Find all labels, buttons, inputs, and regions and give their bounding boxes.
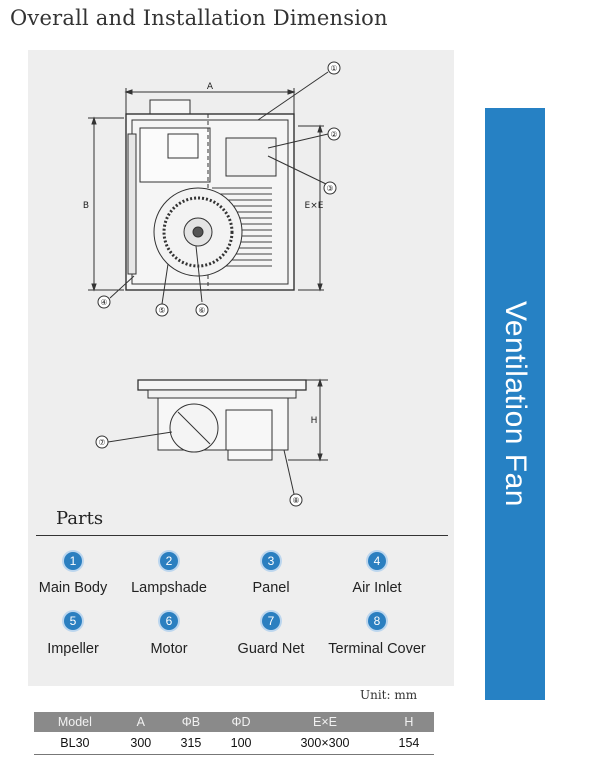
part-badge-2: 2 [160, 552, 178, 570]
cell-d: 100 [216, 732, 267, 755]
dim-label-exe: E×E [305, 201, 324, 211]
part-badge-4: 4 [368, 552, 386, 570]
callout-7: ⑦ [98, 438, 105, 447]
unit-note: Unit: mm [360, 688, 418, 702]
part-badge-3: 3 [262, 552, 280, 570]
part-badge-5: 5 [64, 612, 82, 630]
part-badge-6: 6 [160, 612, 178, 630]
diagram-panel: A B E×E H ① ② ③ ④ ⑤ ⑥ ⑦ ⑧ Parts 1 2 3 4 … [28, 50, 454, 686]
cell-b: 315 [165, 732, 216, 755]
col-header-d: ΦD [216, 712, 267, 732]
cell-exe: 300×300 [266, 732, 384, 755]
dim-label-h: H [311, 416, 318, 426]
parts-divider [36, 535, 448, 536]
spec-table-header-row: Model A ΦB ΦD E×E H [34, 712, 434, 732]
callout-8: ⑧ [292, 496, 299, 505]
part-label-panel: Panel [252, 580, 290, 596]
cell-a: 300 [115, 732, 166, 755]
col-header-a: A [115, 712, 166, 732]
spec-table: Model A ΦB ΦD E×E H BL30 300 315 100 300… [34, 712, 434, 755]
part-label-impeller: Impeller [47, 641, 99, 657]
side-banner: Ventilation Fan [485, 108, 545, 700]
col-header-b: ΦB [165, 712, 216, 732]
table-row: BL30 300 315 100 300×300 154 [34, 732, 434, 755]
callout-1: ① [330, 64, 337, 73]
side-banner-label: Ventilation Fan [499, 301, 532, 507]
part-label-motor: Motor [150, 641, 188, 657]
cell-model: BL30 [34, 732, 116, 755]
part-badge-7: 7 [262, 612, 280, 630]
part-badge-8: 8 [368, 612, 386, 630]
callout-3: ③ [326, 184, 333, 193]
dim-label-b: B [83, 201, 89, 211]
installation-drawing: A B E×E H ① ② ③ ④ ⑤ ⑥ ⑦ ⑧ [83, 61, 341, 507]
callout-5: ⑤ [158, 306, 165, 315]
parts-heading: Parts [56, 508, 104, 529]
dim-label-a: A [207, 82, 214, 92]
col-header-model: Model [34, 712, 116, 732]
callout-4: ④ [100, 298, 107, 307]
callout-6: ⑥ [198, 306, 205, 315]
part-label-terminal-cover: Terminal Cover [328, 641, 426, 657]
part-label-guard-net: Guard Net [237, 641, 305, 657]
callout-2: ② [330, 130, 337, 139]
part-label-main-body: Main Body [38, 580, 108, 596]
part-badge-1: 1 [64, 552, 82, 570]
col-header-exe: E×E [266, 712, 384, 732]
col-header-h: H [383, 712, 434, 732]
part-label-air-inlet: Air Inlet [352, 580, 402, 596]
page-title: Overall and Installation Dimension [10, 6, 388, 30]
cell-h: 154 [383, 732, 434, 755]
part-label-lampshade: Lampshade [131, 580, 207, 596]
